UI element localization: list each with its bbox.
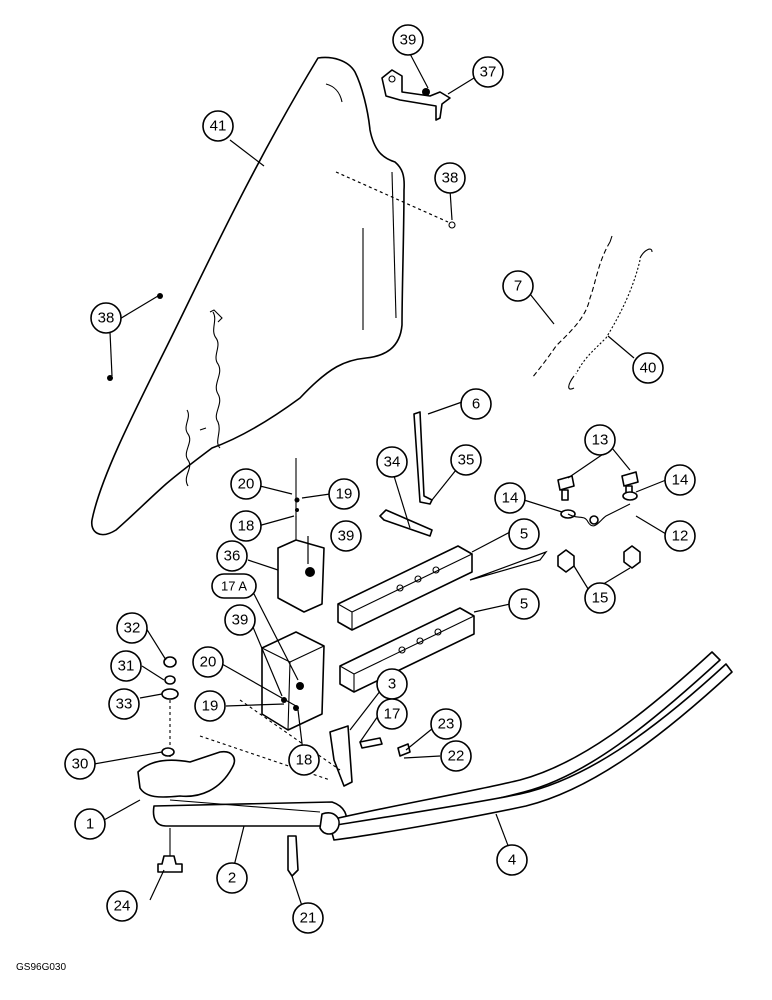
rods [413, 411, 433, 505]
svg-text:5: 5 [520, 526, 528, 543]
svg-text:34: 34 [384, 454, 401, 471]
svg-text:32: 32 [124, 620, 141, 637]
svg-text:18: 18 [296, 752, 313, 769]
callout-14-left: 14 [494, 482, 526, 514]
pin [379, 509, 433, 537]
leader-lines [93, 49, 667, 913]
skid-rails [319, 651, 733, 841]
callout-38-left: 38 [90, 302, 122, 334]
svg-text:21: 21 [300, 910, 317, 927]
svg-text:12: 12 [672, 528, 689, 545]
callout-41: 41 [202, 110, 234, 142]
figure-code: GS96G030 [16, 962, 67, 973]
callout-31: 31 [110, 650, 142, 682]
svg-text:39: 39 [400, 32, 417, 49]
callout-15: 15 [584, 582, 616, 614]
shield-rivets [107, 171, 456, 381]
callout-21: 21 [292, 902, 324, 934]
svg-text:39: 39 [338, 528, 355, 545]
callout-37: 37 [472, 56, 504, 88]
callout-40: 40 [632, 352, 664, 384]
callout-30: 30 [64, 748, 96, 780]
svg-text:2: 2 [228, 870, 236, 887]
callout-19-lower: 19 [194, 690, 226, 722]
spring [568, 248, 653, 390]
svg-text:24: 24 [114, 898, 131, 915]
channel-skids [337, 545, 475, 693]
callout-33: 33 [108, 688, 140, 720]
svg-text:6: 6 [472, 396, 480, 413]
callout-6: 6 [460, 388, 492, 420]
callout-22: 22 [440, 740, 472, 772]
deflector-shield [91, 56, 405, 536]
chain [531, 235, 613, 379]
svg-text:14: 14 [672, 472, 689, 489]
svg-text:20: 20 [238, 476, 255, 493]
svg-text:35: 35 [458, 452, 475, 469]
callout-24: 24 [106, 890, 138, 922]
callout-39-top: 39 [392, 24, 424, 56]
bottom-bolts [157, 828, 299, 877]
svg-text:40: 40 [640, 360, 657, 377]
svg-text:23: 23 [438, 716, 455, 733]
svg-text:5: 5 [520, 596, 528, 613]
callout-39-lower: 39 [224, 604, 256, 636]
hardware-right [557, 471, 641, 573]
svg-text:20: 20 [200, 654, 217, 671]
callout-12: 12 [664, 520, 696, 552]
svg-text:31: 31 [118, 658, 135, 675]
callout-13: 13 [584, 424, 616, 456]
svg-text:14: 14 [502, 490, 519, 507]
svg-text:19: 19 [336, 486, 353, 503]
callout-17A: 17 A [211, 573, 257, 599]
callout-36: 36 [216, 540, 248, 572]
callout-5-bottom: 5 [508, 588, 540, 620]
callout-39-mid: 39 [330, 520, 362, 552]
mount-brackets [261, 458, 325, 731]
callout-2: 2 [216, 862, 248, 894]
svg-text:15: 15 [592, 590, 609, 607]
svg-text:33: 33 [116, 696, 133, 713]
left-hardware-stack [161, 656, 179, 770]
callout-38-right: 38 [434, 162, 466, 194]
callout-23: 23 [430, 708, 462, 740]
svg-text:41: 41 [210, 118, 227, 135]
upper-bracket [381, 69, 451, 121]
callout-32: 32 [116, 612, 148, 644]
svg-text:19: 19 [202, 698, 219, 715]
callout-5-top: 5 [508, 518, 540, 550]
callout-3: 3 [376, 668, 408, 700]
callout-18-lower: 18 [288, 744, 320, 776]
svg-text:30: 30 [72, 756, 89, 773]
svg-text:36: 36 [224, 548, 241, 565]
svg-text:37: 37 [480, 64, 497, 81]
callout-17: 17 [376, 698, 408, 730]
svg-text:38: 38 [98, 310, 115, 327]
svg-text:3: 3 [388, 676, 396, 693]
svg-text:17 A: 17 A [221, 579, 247, 594]
callout-1: 1 [74, 808, 106, 840]
callout-7: 7 [502, 270, 534, 302]
callout-20-top: 20 [230, 468, 262, 500]
callout-20-lower: 20 [192, 646, 224, 678]
svg-text:1: 1 [86, 816, 94, 833]
svg-text:18: 18 [238, 518, 255, 535]
svg-text:17: 17 [384, 706, 401, 723]
svg-text:13: 13 [592, 432, 609, 449]
callout-19-top: 19 [328, 478, 360, 510]
svg-text:7: 7 [514, 278, 522, 295]
side-bracket [329, 725, 411, 787]
callout-18-top: 18 [230, 510, 262, 542]
callout-35: 35 [450, 444, 482, 476]
callout-4: 4 [496, 844, 528, 876]
callout-14-right: 14 [664, 464, 696, 496]
svg-text:22: 22 [448, 748, 465, 765]
svg-text:38: 38 [442, 170, 459, 187]
callout-34: 34 [376, 446, 408, 478]
svg-text:4: 4 [508, 852, 516, 869]
svg-text:39: 39 [232, 612, 249, 629]
shoe-plates [137, 699, 348, 827]
